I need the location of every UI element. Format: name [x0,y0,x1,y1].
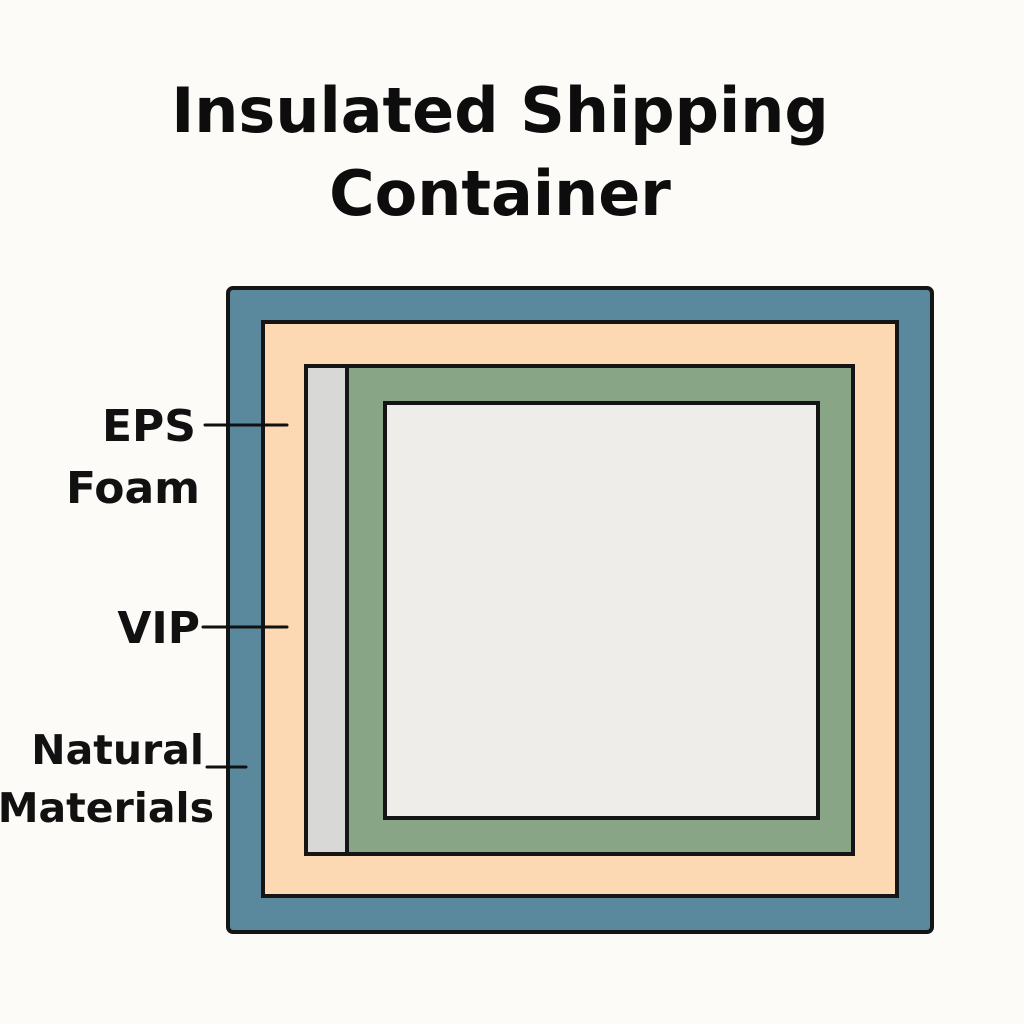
natural-materials-label-line-1: Natural [31,726,204,774]
label-eps-foam: EPS Foam [66,401,289,514]
title-line-2: Container [329,157,671,230]
diagram-title: Insulated Shipping Container [171,74,829,230]
container-cross-section [226,286,934,934]
vip-layer [304,364,349,856]
label-natural-materials: Natural Materials [0,726,248,832]
eps-foam-label-line-2: Foam [66,463,200,514]
vip-label: VIP [117,603,200,654]
eps-foam-label-line-1: EPS [102,401,196,452]
title-line-1: Insulated Shipping [171,74,829,147]
natural-materials-label-line-2: Materials [0,784,214,832]
label-vip: VIP [117,603,289,654]
inner-cavity [383,401,820,820]
